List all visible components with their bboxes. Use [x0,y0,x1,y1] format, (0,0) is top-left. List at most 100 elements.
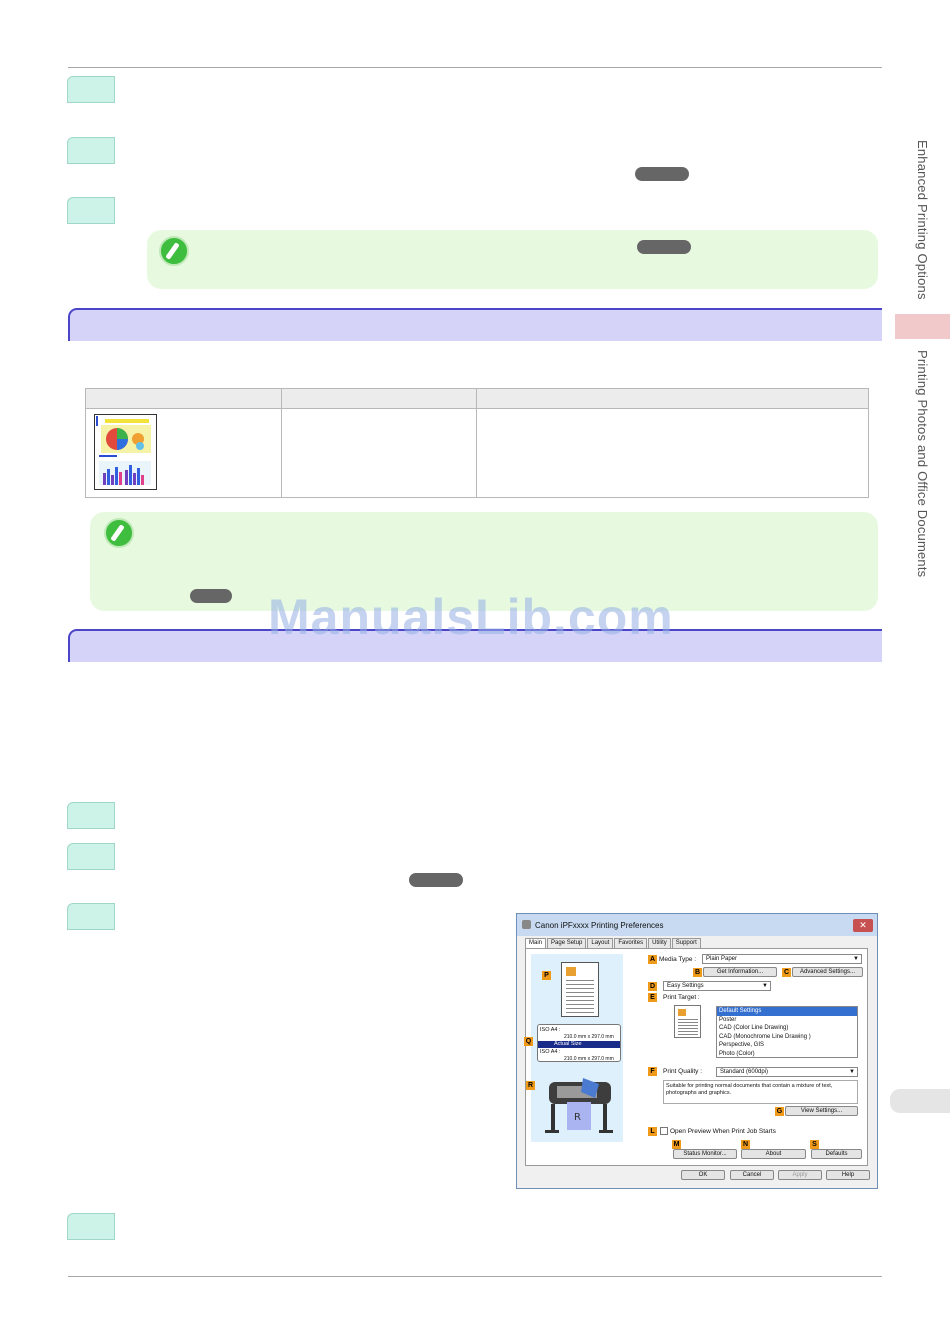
callout-badge-l: L [648,1127,657,1136]
table-column-divider [281,389,282,497]
settings-mode-value: Easy Settings [667,983,704,989]
section-header [68,629,882,662]
paper-dimensions: 210.0 mm x 297.0 mm [564,1056,614,1062]
note-pencil-icon [104,518,134,548]
media-type-select[interactable]: Plain Paper ▼ [702,954,862,964]
tab-page-setup[interactable]: Page Setup [547,938,587,948]
help-button[interactable]: Help [826,1170,870,1180]
step-marker-4 [67,1213,115,1240]
paper-size-label: ISO A4 : [540,1049,561,1055]
chevron-down-icon: ▼ [762,983,768,989]
about-button[interactable]: About [741,1149,806,1159]
page-preview [561,962,599,1017]
callout-badge-d: D [648,982,657,991]
print-quality-label: Print Quality : [663,1068,703,1075]
paper-size-info: ISO A4 : 210.0 mm x 297.0 mm Actual Size… [537,1024,621,1062]
list-item[interactable]: CAD (Color Line Drawing) [719,1025,789,1031]
sample-chart-image [96,416,151,485]
actual-size-label: Actual Size [554,1041,582,1047]
print-target-list[interactable]: Default Settings Poster CAD (Color Line … [716,1006,858,1058]
settings-preview: ISO A4 : 210.0 mm x 297.0 mm Actual Size… [531,954,623,1142]
note-pencil-icon [159,236,189,266]
list-item[interactable]: Default Settings [717,1007,857,1016]
top-divider [68,67,882,68]
side-index-chapter[interactable]: Enhanced Printing Options [915,140,930,300]
print-target-label: Print Target : [663,994,700,1001]
close-icon[interactable]: ✕ [853,919,873,932]
preview-image [566,967,576,976]
bottom-divider [68,1276,882,1277]
print-quality-select[interactable]: Standard (600dpi) ▼ [716,1067,858,1077]
list-item[interactable]: Poster [719,1016,737,1023]
section-header [68,308,882,341]
callout-badge-g: G [775,1107,784,1116]
step-marker-3 [67,197,115,224]
paper-dimensions: 210.0 mm x 297.0 mm [564,1034,614,1040]
defaults-button[interactable]: Defaults [811,1149,862,1159]
preview-text-lines [566,980,594,1013]
apply-button[interactable]: Apply [778,1170,822,1180]
callout-badge-n: N [741,1140,750,1149]
dialog-titlebar: Canon iPFxxxx Printing Preferences ✕ [517,914,877,936]
printer-illustration: R [545,1078,613,1133]
dialog-title: Canon iPFxxxx Printing Preferences [535,921,664,930]
printing-preferences-dialog: Canon iPFxxxx Printing Preferences ✕ Mai… [516,913,878,1189]
document-table [85,388,869,498]
print-target-thumbnail [674,1005,701,1038]
callout-badge-m: M [672,1140,681,1149]
chevron-down-icon: ▼ [853,956,859,962]
callout-badge-r: R [526,1081,535,1090]
reference-link-pill[interactable] [190,589,232,603]
actual-size-bar [538,1041,620,1048]
tab-main[interactable]: Main [525,938,547,948]
side-index-active-tab[interactable] [895,314,950,339]
status-monitor-button[interactable]: Status Monitor... [673,1149,737,1159]
settings-mode-select[interactable]: Easy Settings ▼ [663,981,771,991]
thumbnail-lines [678,1019,698,1035]
callout-badge-f: F [648,1067,657,1076]
media-type-value: Plain Paper [706,956,738,962]
open-preview-label: Open Preview When Print Job Starts [670,1128,776,1135]
tab-support[interactable]: Support [671,938,701,948]
table-header-row [86,389,868,409]
document-thumbnail [94,414,157,490]
paper-size-label: ISO A4 : [540,1027,561,1033]
media-type-label: Media Type : [659,956,697,963]
get-information-button[interactable]: Get Information... [703,967,777,977]
reference-link-pill[interactable] [637,240,691,254]
tab-utility[interactable]: Utility [648,938,671,948]
reference-link-pill[interactable] [635,167,689,181]
cancel-button[interactable]: Cancel [730,1170,774,1180]
svg-text:R: R [574,1112,581,1123]
callout-badge-a: A [648,955,657,964]
callout-badge-c: C [782,968,791,977]
chevron-down-icon: ▼ [849,1069,855,1075]
view-settings-button[interactable]: View Settings... [785,1106,858,1116]
callout-badge-q: Q [524,1037,533,1046]
callout-badge-p: P [542,971,551,980]
ok-button[interactable]: OK [681,1170,725,1180]
watermark: ManualsLib.com [268,589,674,645]
callout-badge-s: S [810,1140,819,1149]
list-item[interactable]: Photo (Color) [719,1050,755,1057]
callout-badge-e: E [648,993,657,1002]
thumbnail-image [678,1009,686,1016]
step-marker-1 [67,802,115,829]
callout-badge-b: B [693,968,702,977]
step-marker-2 [67,137,115,164]
tab-favorites[interactable]: Favorites [614,938,648,948]
side-index-section[interactable]: Printing Photos and Office Documents [915,350,930,578]
quality-description: Suitable for printing normal documents t… [663,1080,858,1104]
step-marker-1 [67,76,115,103]
open-preview-checkbox[interactable] [660,1127,668,1135]
advanced-settings-button[interactable]: Advanced Settings... [792,967,863,977]
table-column-divider [476,389,477,497]
tab-layout[interactable]: Layout [587,938,614,948]
list-item[interactable]: Perspective, GIS [719,1042,765,1048]
side-index-tab[interactable] [890,1089,950,1113]
list-item[interactable]: CAD (Monochrome Line Drawing ) [719,1033,811,1040]
dialog-tabs: Main Page Setup Layout Favorites Utility… [525,938,702,948]
reference-link-pill[interactable] [409,873,463,887]
note-box [147,230,878,289]
step-marker-3 [67,903,115,930]
